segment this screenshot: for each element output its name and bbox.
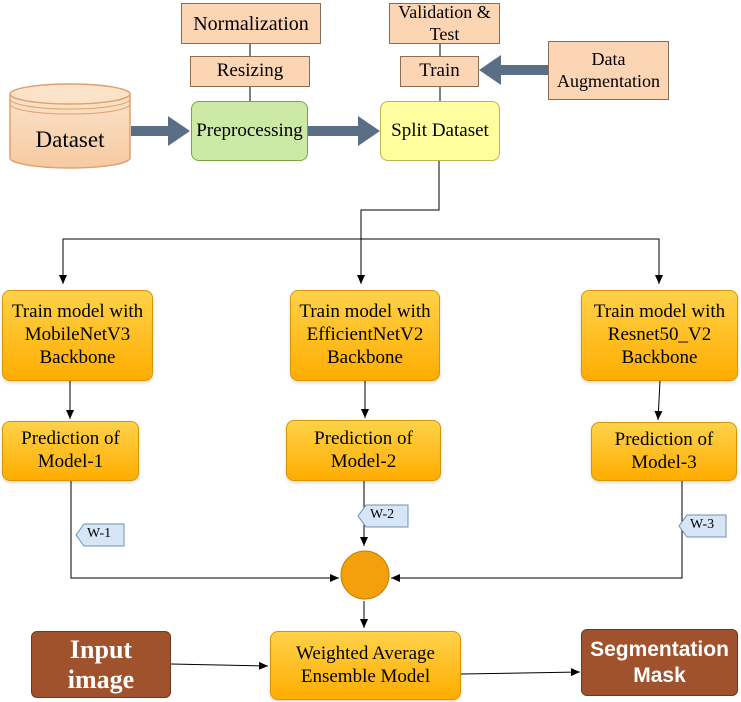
weight-tag-2: W-2: [370, 507, 395, 522]
augmentation-to-train-arrow: [479, 55, 548, 85]
resizing-box: Resizing: [190, 56, 310, 87]
train-model-resnet50v2-box: Train model with Resnet50_V2 Backbone: [581, 290, 738, 381]
input-image-box: Input image: [31, 631, 171, 698]
dataset-label: Dataset: [35, 127, 105, 153]
weight-tag-1: W-1: [87, 526, 112, 541]
weight-tag-3-shape: [678, 514, 727, 538]
prediction-model-1-box: Prediction of Model-1: [2, 421, 139, 481]
normalization-box: Normalization: [181, 3, 321, 44]
preprocessing-to-split-arrow: [307, 116, 380, 146]
weight-tag-2-shape: [357, 504, 409, 528]
validation-test-box: Validation & Test: [389, 2, 500, 44]
dataset-cylinder: [9, 83, 131, 169]
prediction-model-2-box: Prediction of Model-2: [286, 420, 441, 481]
weight-tag-3: W-3: [690, 517, 715, 532]
train-model-mobilenetv3-box: Train model with MobileNetV3 Backbone: [2, 290, 153, 381]
dataset-to-preprocessing-arrow: [131, 116, 190, 146]
data-augmentation-box: Data Augmentation: [548, 41, 669, 100]
train-model-efficientnetv2-box: Train model with EfficientNetV2 Backbone: [290, 290, 440, 381]
preprocessing-box: Preprocessing: [191, 101, 308, 161]
prediction-model-3-box: Prediction of Model-3: [591, 422, 737, 481]
ensemble-model-box: Weighted Average Ensemble Model: [270, 631, 461, 700]
weight-tag-1-shape: [75, 523, 125, 547]
summation-node: [340, 550, 390, 600]
split-dataset-box: Split Dataset: [380, 101, 500, 161]
train-box: Train: [400, 56, 479, 87]
segmentation-mask-box: Segmentation Mask: [581, 629, 738, 696]
